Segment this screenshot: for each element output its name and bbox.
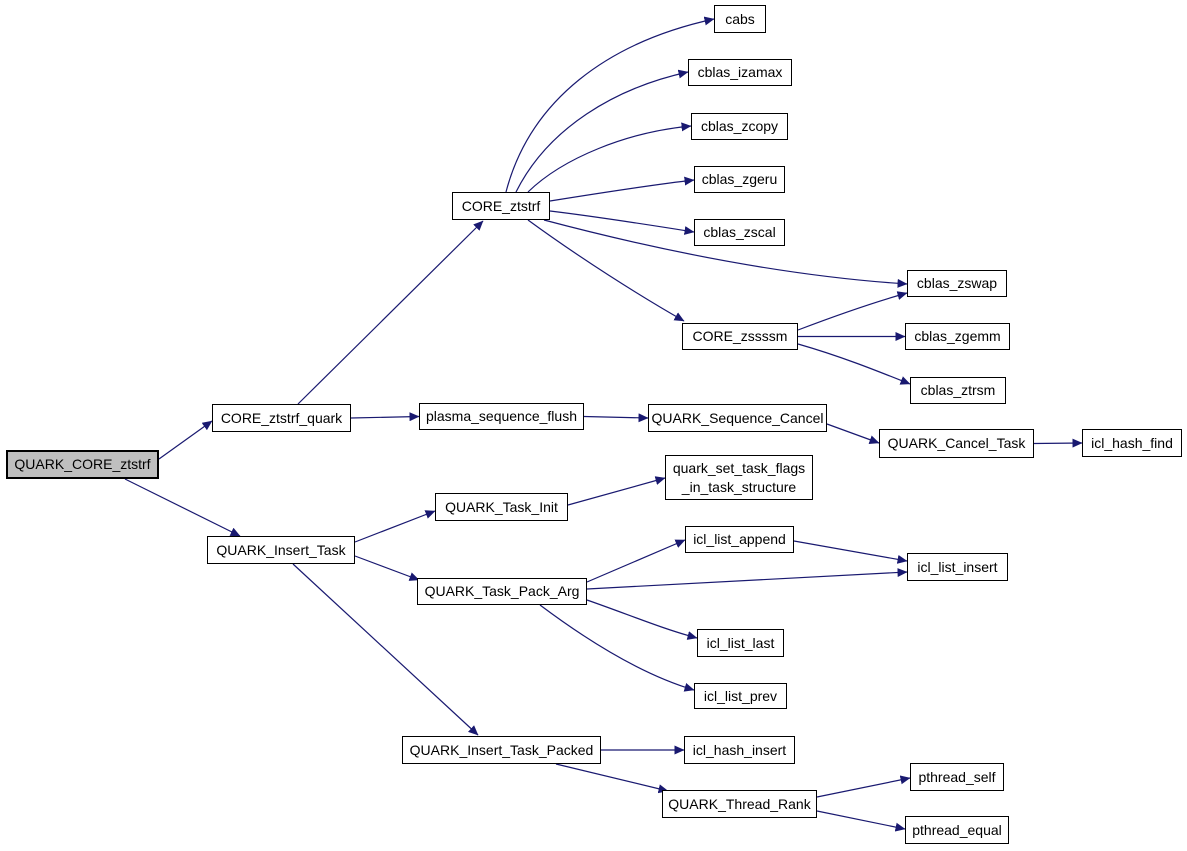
edge-QUARK_CORE_ztstrf--QUARK_Insert_Task bbox=[124, 478, 241, 537]
edge-QUARK_Task_Pack_Arg--icl_list_append bbox=[586, 539, 686, 583]
node-QUARK_Insert_Task[interactable]: QUARK_Insert_Task bbox=[207, 536, 355, 564]
edge-QUARK_Task_Pack_Arg--icl_list_prev bbox=[539, 604, 695, 692]
edge-QUARK_Insert_Task--QUARK_Task_Init bbox=[354, 510, 436, 543]
node-cblas_zgemm[interactable]: cblas_zgemm bbox=[905, 323, 1010, 350]
node-cblas_ztrsm[interactable]: cblas_ztrsm bbox=[910, 377, 1006, 404]
node-cblas_zgeru[interactable]: cblas_zgeru bbox=[694, 166, 785, 193]
edge-CORE_ztstrf--cblas_zscal bbox=[549, 210, 695, 235]
edge-QUARK_Insert_Task--QUARK_Insert_Task_Packed bbox=[292, 563, 479, 736]
edge-QUARK_CORE_ztstrf--CORE_ztstrf_quark bbox=[158, 420, 213, 460]
node-icl_hash_insert[interactable]: icl_hash_insert bbox=[684, 736, 795, 764]
edge-QUARK_Thread_Rank--pthread_self bbox=[816, 775, 911, 798]
node-pthread_equal[interactable]: pthread_equal bbox=[905, 816, 1009, 844]
node-QUARK_Task_Init[interactable]: QUARK_Task_Init bbox=[435, 493, 568, 521]
node-cblas_zcopy[interactable]: cblas_zcopy bbox=[691, 113, 788, 140]
edge-CORE_zssssm--cblas_zswap bbox=[797, 291, 908, 331]
edge-CORE_ztstrf--CORE_zssssm bbox=[527, 219, 685, 322]
node-CORE_ztstrf[interactable]: CORE_ztstrf bbox=[452, 192, 550, 220]
edge-QUARK_Insert_Task_Packed--QUARK_Thread_Rank bbox=[555, 763, 669, 794]
node-icl_list_append[interactable]: icl_list_append bbox=[685, 526, 794, 553]
edge-CORE_ztstrf--cabs bbox=[505, 16, 715, 193]
edge-CORE_ztstrf_quark--CORE_ztstrf bbox=[297, 220, 484, 405]
edge-CORE_ztstrf--cblas_zgeru bbox=[549, 176, 695, 202]
edge-QUARK_Sequence_Cancel--QUARK_Cancel_Task bbox=[826, 423, 880, 444]
edge-QUARK_Task_Init--quark_set_task_flags_in_task_structure bbox=[567, 476, 666, 506]
node-quark_set_task_flags_in_task_structure[interactable]: quark_set_task_flags _in_task_structure bbox=[665, 455, 813, 500]
edge-QUARK_Task_Pack_Arg--icl_list_insert bbox=[586, 568, 908, 590]
node-QUARK_Insert_Task_Packed[interactable]: QUARK_Insert_Task_Packed bbox=[402, 736, 601, 764]
node-QUARK_Thread_Rank[interactable]: QUARK_Thread_Rank bbox=[662, 790, 817, 818]
node-cabs[interactable]: cabs bbox=[714, 5, 766, 33]
node-QUARK_CORE_ztstrf: QUARK_CORE_ztstrf bbox=[6, 450, 159, 479]
edge-QUARK_Cancel_Task--icl_hash_find bbox=[1033, 438, 1083, 448]
edge-plasma_sequence_flush--QUARK_Sequence_Cancel bbox=[583, 413, 649, 423]
node-cblas_zswap[interactable]: cblas_zswap bbox=[907, 270, 1007, 297]
node-icl_list_last[interactable]: icl_list_last bbox=[697, 629, 784, 657]
node-icl_hash_find[interactable]: icl_hash_find bbox=[1082, 429, 1182, 457]
node-QUARK_Task_Pack_Arg[interactable]: QUARK_Task_Pack_Arg bbox=[417, 578, 587, 605]
node-icl_list_prev[interactable]: icl_list_prev bbox=[694, 683, 787, 709]
edge-QUARK_Task_Pack_Arg--icl_list_last bbox=[586, 599, 698, 640]
node-cblas_zscal[interactable]: cblas_zscal bbox=[694, 219, 785, 246]
node-pthread_self[interactable]: pthread_self bbox=[910, 763, 1004, 791]
node-icl_list_insert[interactable]: icl_list_insert bbox=[907, 553, 1008, 581]
edge-CORE_ztstrf_quark--plasma_sequence_flush bbox=[350, 412, 420, 422]
node-plasma_sequence_flush[interactable]: plasma_sequence_flush bbox=[419, 403, 584, 430]
edge-QUARK_Insert_Task--QUARK_Task_Pack_Arg bbox=[354, 555, 420, 581]
node-CORE_ztstrf_quark[interactable]: CORE_ztstrf_quark bbox=[212, 404, 351, 432]
node-CORE_zssssm[interactable]: CORE_zssssm bbox=[682, 323, 798, 350]
edge-QUARK_Thread_Rank--pthread_equal bbox=[816, 810, 906, 832]
edge-CORE_ztstrf--cblas_zcopy bbox=[527, 122, 692, 193]
node-cblas_izamax[interactable]: cblas_izamax bbox=[688, 59, 792, 86]
edge-group bbox=[124, 16, 1083, 832]
node-QUARK_Cancel_Task[interactable]: QUARK_Cancel_Task bbox=[879, 429, 1034, 458]
node-QUARK_Sequence_Cancel[interactable]: QUARK_Sequence_Cancel bbox=[648, 404, 827, 432]
edge-CORE_zssssm--cblas_ztrsm bbox=[797, 343, 911, 385]
edge-CORE_ztstrf--cblas_zswap bbox=[543, 219, 908, 288]
edge-CORE_ztstrf--cblas_izamax bbox=[515, 69, 689, 193]
edge-icl_list_append--icl_list_insert bbox=[793, 540, 908, 564]
